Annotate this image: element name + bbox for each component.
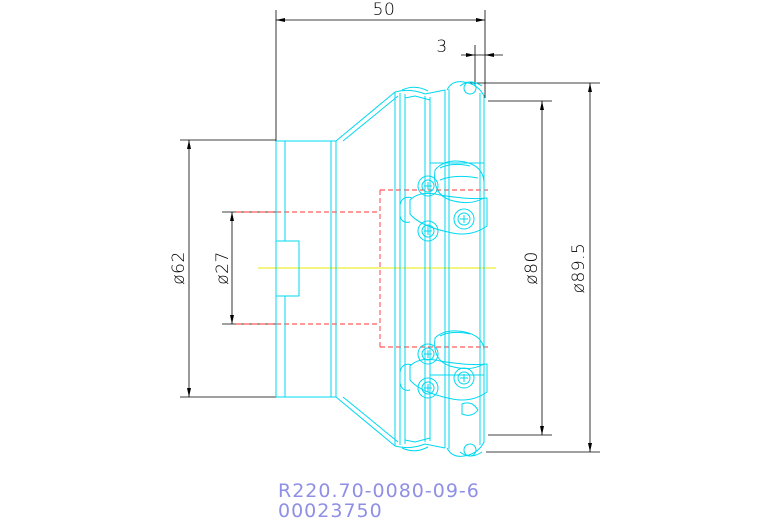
upper-screw-1-icon — [417, 175, 439, 197]
part-number: R220.70-0080-09-6 — [278, 480, 480, 502]
lower-screw-1-icon — [417, 343, 439, 365]
cutter-body-outline — [275, 81, 485, 457]
item-code: 00023750 — [278, 500, 383, 522]
dim-offset: 3 — [436, 37, 447, 57]
lower-insert-pocket — [399, 330, 488, 416]
dim-bore-diameter: ø27 — [213, 251, 233, 285]
dimension-lines — [180, 10, 600, 453]
dimension-arrows — [187, 18, 592, 452]
hidden-lines — [236, 189, 488, 348]
dim-cutting-diameter: ø80 — [522, 251, 542, 285]
lower-screw-2-icon — [453, 367, 475, 389]
dim-overall-length: 50 — [373, 0, 396, 20]
upper-insert-pocket — [399, 160, 488, 235]
dim-max-diameter: ø89.5 — [569, 243, 589, 294]
dim-shank-diameter: ø62 — [169, 251, 189, 285]
upper-screw-3-icon — [417, 220, 439, 242]
upper-screw-2-icon — [453, 208, 475, 230]
lower-screw-3-icon — [417, 377, 439, 399]
